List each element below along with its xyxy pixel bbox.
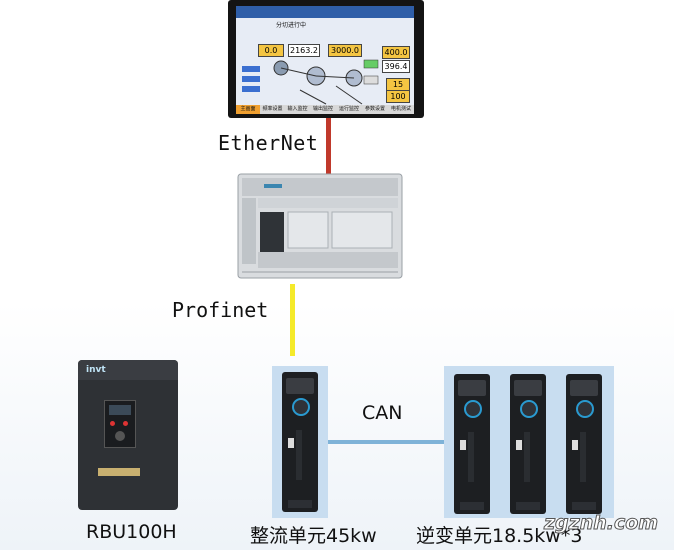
rbu-brand: invt bbox=[86, 365, 106, 375]
hmi-value-3: 3000.0 bbox=[328, 44, 362, 57]
hmi-tab-1[interactable]: 频率设置 bbox=[260, 105, 286, 114]
watermark: zgznh.com bbox=[543, 512, 659, 535]
can-link bbox=[328, 440, 444, 444]
rbu-unit: invt bbox=[78, 360, 178, 510]
rbu-warning-label bbox=[98, 468, 140, 476]
hmi-tab-main[interactable]: 主画面 bbox=[236, 105, 261, 114]
drive-badge bbox=[572, 440, 578, 450]
hmi-tab-5[interactable]: 参数设置 bbox=[362, 105, 389, 114]
rectifier-unit bbox=[282, 372, 318, 512]
drive-foot bbox=[516, 502, 540, 510]
drive-cap bbox=[458, 380, 486, 396]
inverter-unit-3 bbox=[566, 374, 602, 514]
rbu-display bbox=[109, 405, 131, 415]
inverter-unit-2 bbox=[510, 374, 546, 514]
ethernet-label: EtherNet bbox=[218, 131, 319, 155]
plc-controller bbox=[237, 173, 403, 279]
hmi-subtitle: 分切进行中 bbox=[276, 22, 307, 29]
hmi-value-4: 400.0 bbox=[382, 46, 410, 59]
rbu-led bbox=[110, 421, 115, 426]
hmi-title-bar bbox=[236, 6, 414, 18]
drive-badge bbox=[460, 440, 466, 450]
drive-foot bbox=[288, 500, 312, 508]
rbu-dial[interactable] bbox=[115, 431, 125, 441]
drive-dial-icon bbox=[520, 400, 538, 418]
hmi-value-7: 100 bbox=[386, 90, 410, 103]
rbu-label: RBU100H bbox=[86, 521, 177, 543]
inverter-unit-1 bbox=[454, 374, 490, 514]
ethernet-link bbox=[326, 118, 331, 174]
drive-stripe bbox=[580, 432, 586, 482]
rbu-led bbox=[123, 421, 128, 426]
rectifier-label: 整流单元45kw bbox=[250, 525, 377, 547]
drive-stripe bbox=[524, 432, 530, 482]
drive-dial-icon bbox=[292, 398, 310, 416]
drive-foot bbox=[572, 502, 596, 510]
profinet-label: Profinet bbox=[172, 298, 269, 322]
drive-cap bbox=[514, 380, 542, 396]
drive-stripe bbox=[296, 430, 302, 480]
profinet-link bbox=[290, 284, 295, 356]
hmi-value-2: 2163.2 bbox=[288, 44, 320, 57]
drive-badge bbox=[288, 438, 294, 448]
inverter-label: 逆变单元18.5kw*3 bbox=[416, 525, 583, 547]
hmi-value-5: 396.4 bbox=[382, 60, 410, 73]
hmi-screen: 分切进行中 0.0 2163.2 3000.0 400.0 396.4 15 1… bbox=[236, 6, 414, 114]
can-label: CAN bbox=[362, 402, 403, 424]
hmi-process-graphic bbox=[242, 59, 379, 105]
drive-foot bbox=[460, 502, 484, 510]
rbu-keypad[interactable] bbox=[104, 400, 136, 448]
hmi-tab-4[interactable]: 运行监控 bbox=[336, 105, 363, 114]
drive-cap bbox=[286, 378, 314, 394]
drive-cap bbox=[570, 380, 598, 396]
drive-badge bbox=[516, 440, 522, 450]
hmi-panel: 分切进行中 0.0 2163.2 3000.0 400.0 396.4 15 1… bbox=[228, 0, 424, 118]
hmi-tab-2[interactable]: 输入监控 bbox=[285, 105, 311, 114]
drive-stripe bbox=[468, 432, 474, 482]
drive-dial-icon bbox=[576, 400, 594, 418]
hmi-tab-3[interactable]: 输出监控 bbox=[310, 105, 337, 114]
hmi-tab-6[interactable]: 电机测试 bbox=[388, 105, 414, 114]
drive-dial-icon bbox=[464, 400, 482, 418]
rbu-top-cap bbox=[78, 360, 178, 380]
hmi-value-1: 0.0 bbox=[258, 44, 284, 57]
